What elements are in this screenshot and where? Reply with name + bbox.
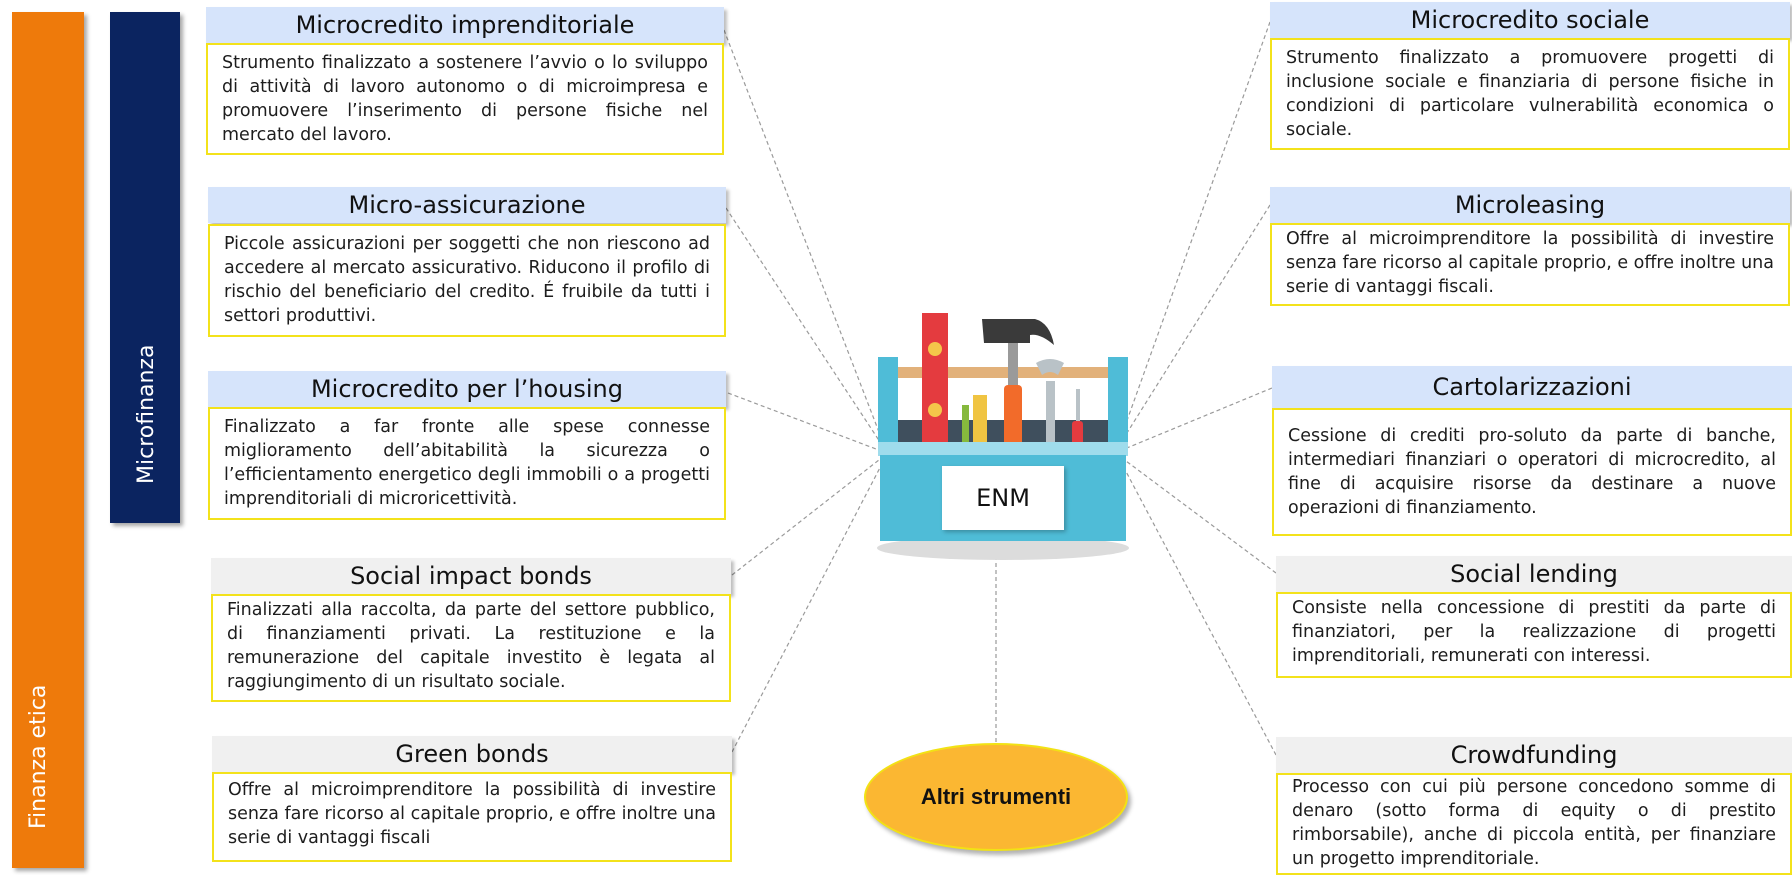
card-text: Strumento finalizzato a sostenere l’avvi… — [206, 43, 724, 155]
card-microcredito-sociale: Microcredito sociale Strumento finalizza… — [1270, 2, 1790, 150]
finanza-etica-label: Finanza etica — [26, 684, 51, 829]
card-text: Cessione di crediti pro-soluto da parte … — [1272, 408, 1792, 536]
card-text: Offre al microimprenditore la possibilit… — [212, 772, 732, 862]
card-title: Social lending — [1276, 556, 1792, 592]
altri-strumenti-button[interactable]: Altri strumenti — [864, 743, 1128, 851]
connector-green-bonds — [731, 459, 885, 753]
connector-cartolarizzazioni — [1121, 387, 1273, 451]
card-microcredito-imprenditoriale: Microcredito imprenditoriale Strumento f… — [206, 7, 724, 155]
card-title: Microleasing — [1270, 187, 1790, 223]
card-title: Microcredito sociale — [1270, 2, 1790, 38]
card-microleasing: Microleasing Offre al microimprenditore … — [1270, 187, 1790, 306]
enm-label: ENM — [942, 466, 1064, 530]
card-text: Finalizzato a far fronte alle spese conn… — [208, 407, 726, 520]
card-cartolarizzazioni: Cartolarizzazioni Cessione di crediti pr… — [1272, 366, 1792, 536]
connector-microleasing — [1119, 204, 1271, 445]
card-social-impact-bonds: Social impact bonds Finalizzati alla rac… — [211, 558, 731, 702]
card-text: Consiste nella concessione di prestiti d… — [1276, 592, 1792, 678]
card-crowdfunding: Crowdfunding Processo con cui più person… — [1276, 737, 1792, 875]
card-micro-assicurazione: Micro-assicurazione Piccole assicurazion… — [208, 187, 726, 337]
card-text: Offre al microimprenditore la possibilit… — [1270, 223, 1790, 306]
card-text: Strumento finalizzato a promuovere proge… — [1270, 38, 1790, 150]
microfinanza-bar: Microfinanza — [110, 12, 180, 523]
card-green-bonds: Green bonds Offre al microimprenditore l… — [212, 736, 732, 862]
finanza-etica-bar: Finanza etica — [12, 12, 84, 868]
connector-micro-assicurazione — [725, 207, 885, 449]
microfinanza-label: Microfinanza — [134, 344, 159, 484]
card-title: Micro-assicurazione — [208, 187, 726, 223]
card-title: Green bonds — [212, 736, 732, 772]
card-text: Piccole assicurazioni per soggetti che n… — [208, 224, 726, 337]
card-text: Processo con cui più persone concedono s… — [1276, 773, 1792, 875]
connector-crowdfunding — [1121, 463, 1277, 756]
card-title: Microcredito imprenditoriale — [206, 7, 724, 43]
card-title: Microcredito per l’housing — [208, 371, 726, 407]
card-title: Crowdfunding — [1276, 737, 1792, 773]
card-title: Cartolarizzazioni — [1272, 366, 1792, 408]
card-title: Social impact bonds — [211, 558, 731, 594]
card-microcredito-housing: Microcredito per l’housing Finalizzato a… — [208, 371, 726, 520]
card-text: Finalizzati alla raccolta, da parte del … — [211, 594, 731, 702]
card-social-lending: Social lending Consiste nella concession… — [1276, 556, 1792, 678]
